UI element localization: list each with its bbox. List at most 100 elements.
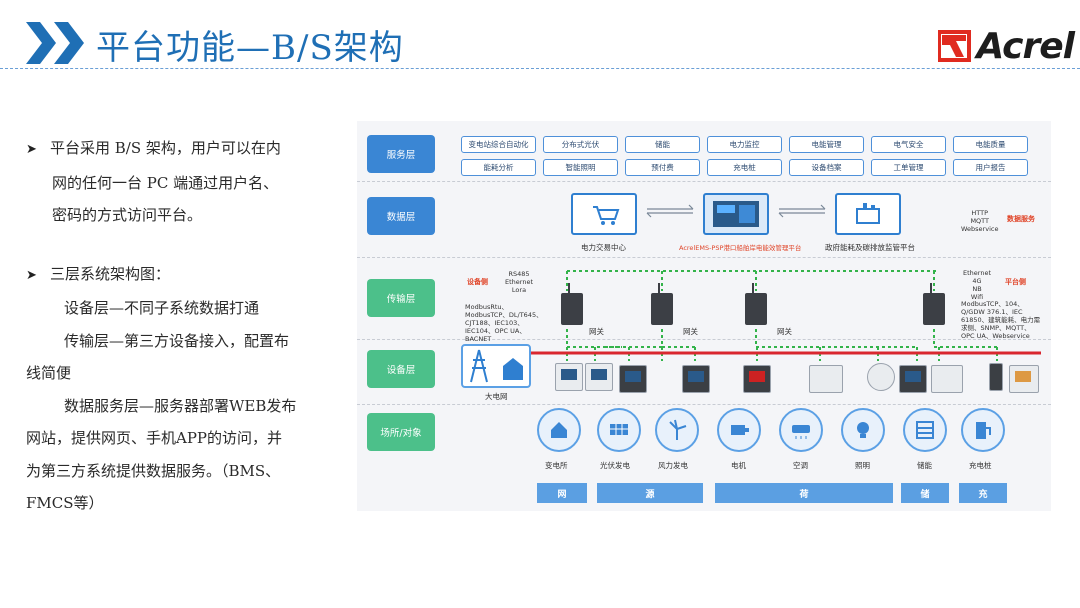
acrel-logo: Acrel: [938, 24, 1075, 68]
bullet-2-line-7: FMCS等）: [26, 494, 104, 512]
object-label-lighting: 照明: [855, 461, 870, 470]
layer-separator: [357, 257, 1051, 259]
logo-text: Acrel: [976, 25, 1075, 67]
air-conditioner-icon: [779, 408, 823, 452]
gateway-device-icon: [561, 283, 583, 325]
round-sensor-icon: [867, 363, 895, 391]
device-side-label: 设备侧: [467, 278, 488, 286]
platform-caption: AcrelEMS-PSP港口船舶岸电能效管理平台: [679, 244, 802, 252]
bullet-2-line-3: 线简便: [26, 364, 72, 382]
din-rail-meter-icon: [809, 365, 843, 393]
lighting-bulb-icon: [841, 408, 885, 452]
trading-center-caption: 电力交易中心: [581, 243, 626, 252]
service-electrical-safety: 电气安全: [871, 136, 946, 153]
bullet-1-line-1: ➤平台采用 B/S 架构，用户可以在内: [26, 132, 346, 167]
object-label-wind: 风力发电: [658, 461, 688, 470]
logo-mark-icon: [938, 30, 972, 62]
service-work-order: 工单管理: [871, 159, 946, 176]
motor-icon: [717, 408, 761, 452]
exchange-arrows-icon: [778, 204, 826, 218]
service-energy-management: 电能管理: [789, 136, 864, 153]
header-divider: [0, 68, 1080, 69]
layer-separator: [357, 404, 1051, 406]
service-storage: 储能: [625, 136, 700, 153]
bullet-1-line-3: 密码的方式访问平台。: [52, 206, 203, 224]
bullet-2-line-5: 网站，提供网页、手机APP的访问，并: [26, 429, 283, 447]
wind-turbine-icon: [655, 408, 699, 452]
object-label-ac: 空调: [793, 461, 808, 470]
device-side-protocols: RS485 Ethernet Lora: [505, 270, 533, 294]
layer-label-data: 数据层: [367, 197, 435, 235]
meter-device-icon: [743, 365, 771, 393]
object-label-charging: 充电桩: [969, 461, 992, 470]
network-lines: [529, 270, 1041, 361]
meter-device-icon: [682, 365, 710, 393]
gateway-label: 网关: [589, 327, 604, 336]
trading-center-monitor-icon: [571, 193, 637, 235]
gateway-device-icon: [745, 283, 767, 325]
power-tower-icon: [470, 349, 523, 383]
meter-device-icon: [619, 365, 647, 393]
data-service-label: 数据服务: [1007, 215, 1035, 223]
service-substation-automation: 变电站综合自动化: [461, 136, 536, 153]
government-platform-monitor-icon: [835, 193, 901, 235]
double-chevron-icon: [26, 22, 84, 64]
bullet-text-block: ➤平台采用 B/S 架构，用户可以在内 网的任何一台 PC 端通过用户名、 密码…: [26, 132, 346, 520]
object-label-motor: 电机: [731, 461, 746, 470]
service-distributed-pv: 分布式光伏: [543, 136, 618, 153]
service-prepayment: 预付费: [625, 159, 700, 176]
grid-box: [461, 344, 531, 388]
device-side-protocol-list: ModbusRtu、ModbusTCP、DL/T645、CJT188、IEC10…: [465, 303, 543, 343]
meter-device-icon: [585, 363, 613, 391]
layer-separator: [357, 181, 1051, 183]
page-title: 平台功能—B/S架构: [96, 28, 404, 68]
energy-storage-icon: [903, 408, 947, 452]
bar-charging: 充: [959, 483, 1007, 503]
layer-label-site: 场所/对象: [367, 413, 435, 451]
gateway-device-icon: [651, 283, 673, 325]
bullet-arrow-icon: ➤: [26, 267, 37, 283]
gateway-device-icon: [923, 283, 945, 325]
platform-side-label: 平台侧: [1005, 278, 1026, 286]
data-protocols: HTTP MQTT Webservice: [961, 209, 999, 233]
meter-device-icon: [1009, 365, 1039, 393]
exchange-arrows-icon: [646, 204, 694, 218]
substation-icon: [537, 408, 581, 452]
platform-side-protocols: Ethernet 4G NB Wifi: [963, 269, 991, 301]
bullet-arrow-icon: ➤: [26, 142, 37, 157]
gateway-label: 网关: [683, 327, 698, 336]
din-rail-meter-icon: [931, 365, 963, 393]
service-device-archive: 设备档案: [789, 159, 864, 176]
meter-device-icon: [899, 365, 927, 393]
layer-label-device: 设备层: [367, 350, 435, 388]
object-label-pv: 光伏发电: [600, 461, 630, 470]
service-smart-lighting: 智能照明: [543, 159, 618, 176]
service-charging-pile: 充电桩: [707, 159, 782, 176]
bullet-2-line-4: 数据服务层—服务器部署WEB发布: [64, 396, 297, 415]
bullet-2-line-6: 为第三方系统提供数据服务。（BMS、: [26, 461, 281, 480]
bullet-2-line-2: 传输层—第三方设备接入，配置布: [64, 331, 290, 350]
service-power-monitoring: 电力监控: [707, 136, 782, 153]
charging-pile-icon: [961, 408, 1005, 452]
platform-side-protocol-list: ModbusTCP、104、Q/GDW 376.1、IEC 61850、建筑能耗…: [961, 300, 1041, 340]
government-platform-caption: 政府能耗及碳排放监管平台: [825, 243, 915, 252]
bar-grid: 网: [537, 483, 587, 503]
layer-label-service: 服务层: [367, 135, 435, 173]
gateway-label: 网关: [777, 327, 792, 336]
object-label-storage: 储能: [917, 461, 932, 470]
grid-caption: 大电网: [485, 392, 508, 401]
platform-monitor-icon: [703, 193, 769, 235]
layer-label-transport: 传输层: [367, 279, 435, 317]
meter-device-icon: [555, 363, 583, 391]
bar-load: 荷: [715, 483, 893, 503]
bullet-2-line-1: 设备层—不同子系统数据打通: [64, 299, 260, 317]
service-power-quality: 电能质量: [953, 136, 1028, 153]
bar-source: 源: [597, 483, 703, 503]
bullet-2-heading: ➤三层系统架构图：: [26, 258, 346, 293]
bar-storage: 储: [901, 483, 949, 503]
object-label-substation: 变电所: [545, 461, 568, 470]
service-energy-analysis: 能耗分析: [461, 159, 536, 176]
sensor-device-icon: [989, 363, 1003, 391]
layer-separator: [357, 339, 1051, 341]
architecture-diagram: 服务层 数据层 传输层 设备层 场所/对象 变电站综合自动化 分布式光伏 储能 …: [357, 121, 1051, 511]
